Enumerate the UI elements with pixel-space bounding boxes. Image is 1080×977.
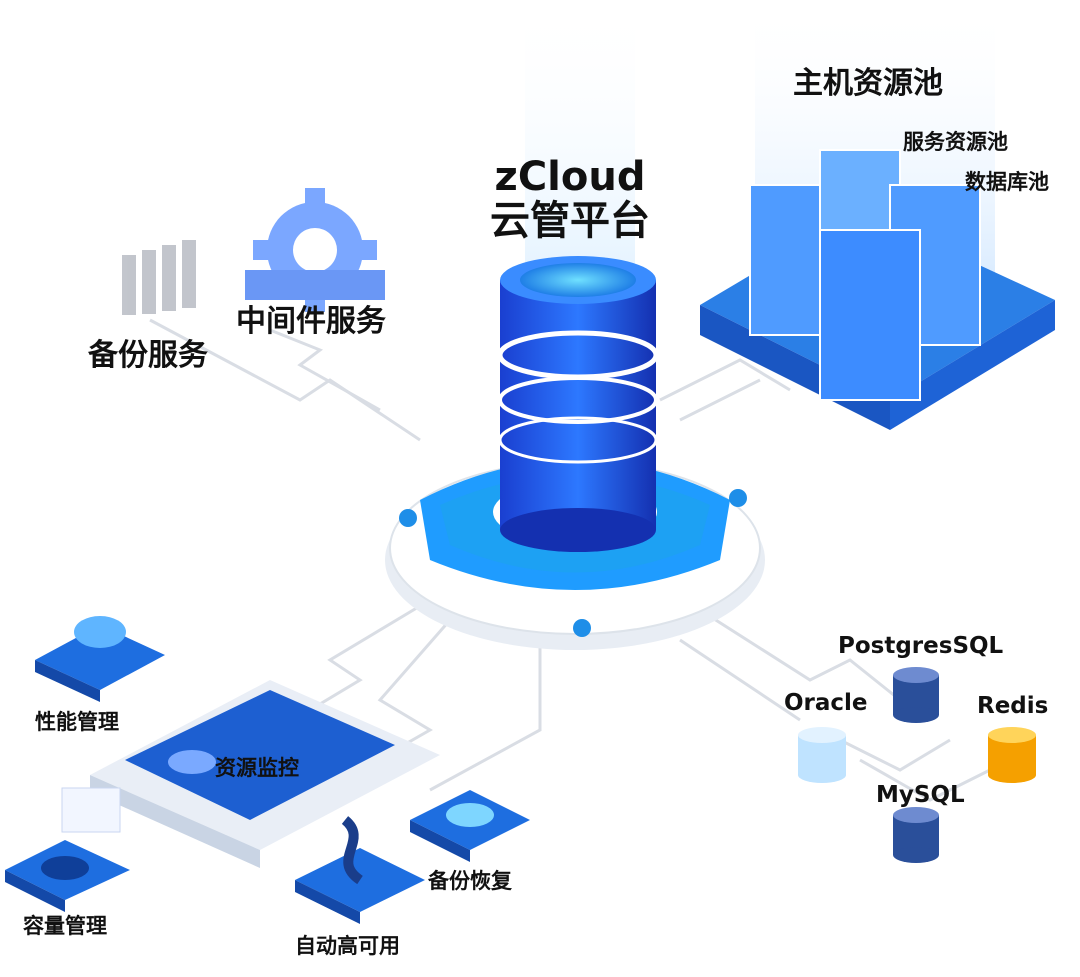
backup-service-label: 备份服务 [88, 338, 208, 373]
host-resource-pool [700, 149, 1055, 430]
platform-name-line2: 云管平台 [490, 198, 650, 244]
high-availability-tile [295, 816, 425, 924]
performance-label: 性能管理 [35, 710, 119, 734]
gear-icon [245, 188, 385, 312]
monitoring-board [90, 680, 440, 868]
host-pool-title: 主机资源池 [793, 66, 943, 101]
middleware-service-label: 中间件服务 [236, 304, 386, 339]
central-cylinder [497, 256, 659, 552]
redis-db-icon [988, 727, 1036, 783]
backup-restore-tile [410, 790, 530, 862]
performance-tile [35, 616, 165, 702]
high-availability-label: 自动高可用 [295, 934, 400, 958]
postgres-label: PostgresSQL [838, 633, 1004, 659]
mysql-db-icon [893, 807, 939, 863]
database-pool-label: 数据库池 [965, 170, 1049, 194]
backup-stack-icon [122, 240, 196, 315]
connector-lines [149, 318, 991, 802]
capacity-label: 容量管理 [23, 914, 107, 938]
platform-name-line1: zCloud [494, 154, 646, 200]
postgres-db-icon [893, 667, 939, 723]
redis-label: Redis [977, 693, 1049, 719]
service-pool-label: 服务资源池 [903, 130, 1008, 154]
platform-title: zCloud 云管平台 [470, 155, 670, 243]
capacity-tile [5, 787, 130, 912]
oracle-db-icon [798, 727, 846, 783]
mysql-label: MySQL [876, 782, 965, 808]
oracle-label: Oracle [784, 690, 868, 716]
backup-restore-label: 备份恢复 [428, 869, 512, 893]
monitoring-label: 资源监控 [215, 756, 299, 780]
